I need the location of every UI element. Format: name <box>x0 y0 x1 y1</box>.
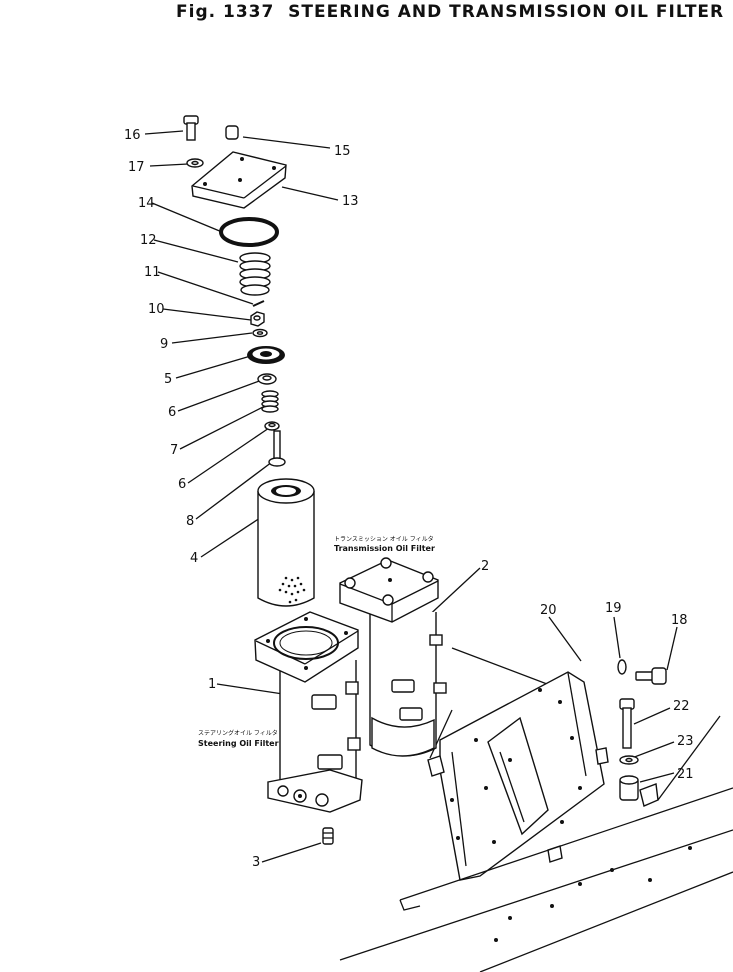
callout-10: 10 <box>148 302 165 317</box>
callout-8: 8 <box>186 514 194 529</box>
o-ring-14 <box>219 217 279 247</box>
plug-15 <box>225 125 239 140</box>
bolt-22 <box>619 698 635 749</box>
cover-13 <box>191 151 287 209</box>
leader-lines <box>144 130 678 863</box>
washer-9 <box>252 328 268 338</box>
washer-17 <box>186 158 204 168</box>
callout-15: 15 <box>334 144 351 159</box>
figure-title: Fig. 1337 STEERING AND TRANSMISSION OIL … <box>176 2 724 22</box>
washer-23 <box>619 755 639 765</box>
washer-19 <box>617 659 627 675</box>
callout-12: 12 <box>140 233 157 248</box>
seat-6-upper <box>257 373 277 385</box>
callout-9: 9 <box>160 337 168 352</box>
bracket-20 <box>339 671 733 972</box>
transmission-filter-2 <box>339 557 447 757</box>
bolt-18 <box>635 667 667 685</box>
callout-14: 14 <box>138 196 155 211</box>
spring-7 <box>261 390 279 413</box>
callout-13: 13 <box>342 194 359 209</box>
figure-title-text: STEERING AND TRANSMISSION OIL FILTER <box>288 2 725 22</box>
pin-11 <box>252 300 265 307</box>
callout-2: 2 <box>481 559 489 574</box>
callout-16: 16 <box>124 128 141 143</box>
callout-18: 18 <box>671 613 688 628</box>
steering-filter-caption-jp: ステアリングオイル フィルタ <box>198 729 278 737</box>
callout-22: 22 <box>673 699 690 714</box>
transmission-filter-caption-en: Transmission Oil Filter <box>334 544 435 553</box>
plug-3 <box>322 827 334 845</box>
callout-21: 21 <box>677 767 694 782</box>
callout-7: 7 <box>170 443 178 458</box>
steering-filter-1 <box>254 611 363 813</box>
steering-filter-caption-en: Steering Oil Filter <box>198 739 279 748</box>
filter-element-4 <box>257 478 315 607</box>
callout-4: 4 <box>190 551 198 566</box>
seat-6-lower <box>264 421 280 431</box>
callout-1: 1 <box>208 677 216 692</box>
callout-5: 5 <box>164 372 172 387</box>
callout-19: 19 <box>605 601 622 616</box>
valve-disc-5 <box>247 346 285 364</box>
callout-23: 23 <box>677 734 694 749</box>
bolt-16 <box>183 115 199 141</box>
callout-6-upper: 6 <box>168 405 176 420</box>
callout-20: 20 <box>540 603 557 618</box>
callout-6-lower: 6 <box>178 477 186 492</box>
spacer-21 <box>619 775 639 801</box>
spring-12 <box>239 252 271 296</box>
transmission-filter-caption-jp: トランスミッション オイル フィルタ <box>334 535 434 543</box>
nut-10 <box>250 311 265 327</box>
callout-17: 17 <box>128 160 145 175</box>
callout-3: 3 <box>252 855 260 870</box>
rod-8 <box>268 430 286 467</box>
callout-labels: 16 15 17 13 14 12 11 10 9 5 6 7 6 8 4 2 … <box>124 128 694 870</box>
figure-label: Fig. 1337 <box>176 2 275 22</box>
callout-11: 11 <box>144 265 161 280</box>
